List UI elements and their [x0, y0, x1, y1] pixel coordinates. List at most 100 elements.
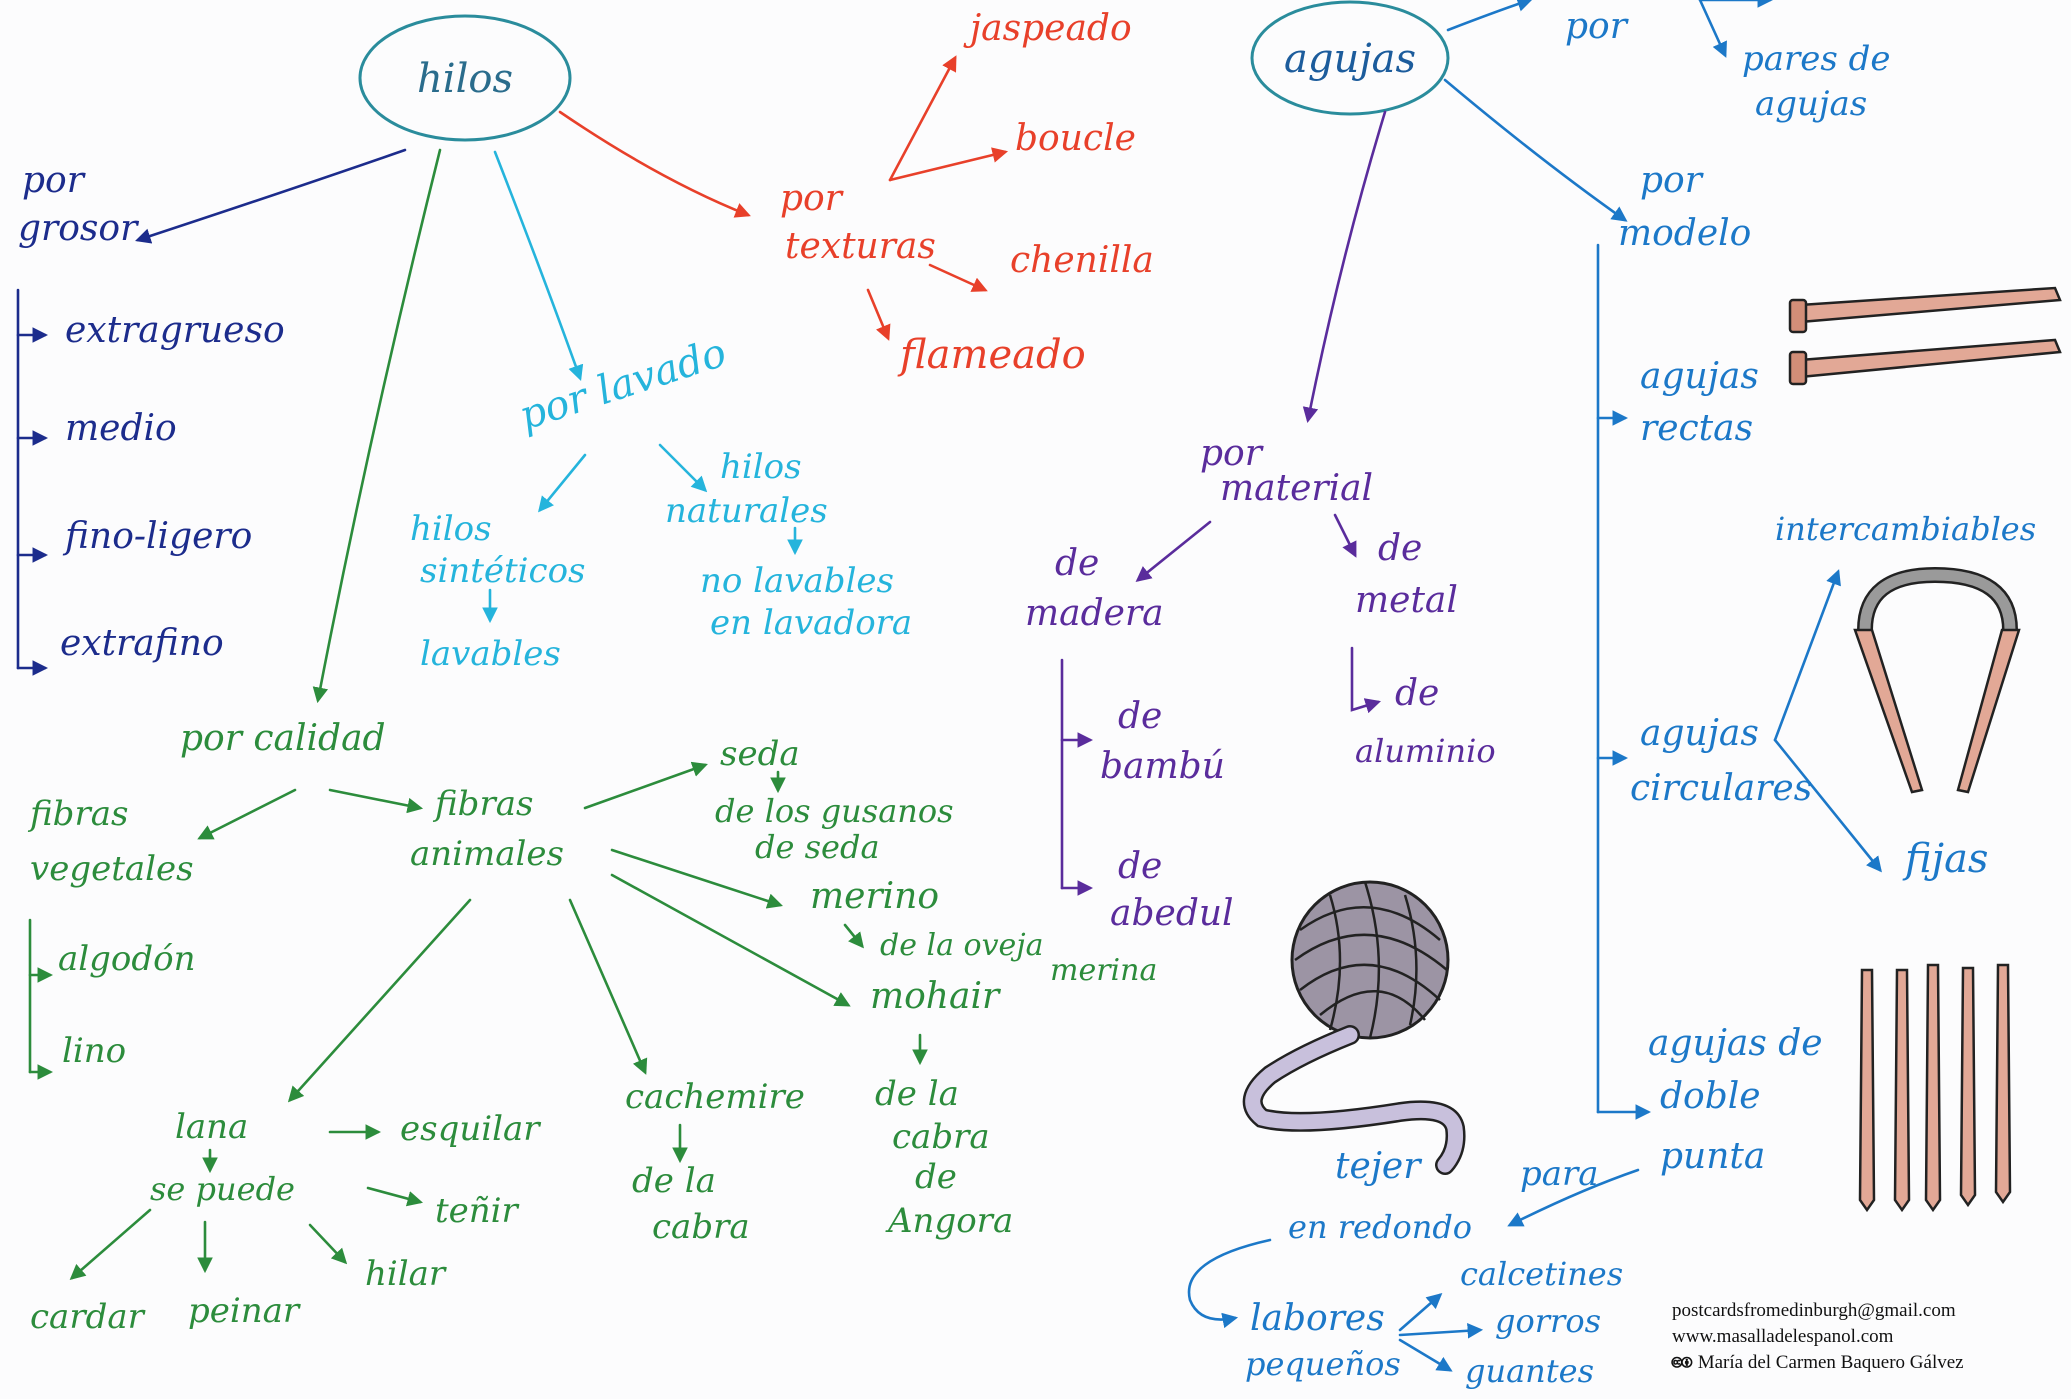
calidad-title: por calidad — [180, 718, 386, 759]
merino-note-line1: de la oveja — [880, 928, 1043, 963]
lana-esquilar: esquilar — [400, 1109, 541, 1149]
credits-block: postcardsfromedinburgh@gmail.com www.mas… — [1672, 1298, 1964, 1377]
edge-agujas-por — [1446, 0, 1533, 32]
edge-hilos-calidad — [312, 148, 442, 704]
agujas-pares-line2: agujas — [1755, 84, 1867, 124]
circular-needles-icon — [1853, 566, 2021, 794]
edge-texturas-chenilla — [928, 263, 988, 292]
credits-web[interactable]: www.masalladelespanol.com — [1672, 1326, 1894, 1347]
lavado-sinteticos-line1: hilos — [410, 509, 492, 549]
agujas-root-label: agujas — [1284, 36, 1416, 82]
vegetales-algodon: algodón — [58, 939, 196, 979]
agujas-root-bubble — [1250, 0, 1450, 116]
mohair-note-line1: de la — [875, 1074, 959, 1114]
lavado-naturales-line2: naturales — [665, 491, 828, 531]
lana-peinar: peinar — [188, 1291, 301, 1331]
edge-merino-note — [843, 923, 864, 949]
animales-line2: animales — [410, 834, 564, 874]
modelo-tejer-line1: tejer — [1335, 1146, 1422, 1187]
seda-label: seda — [720, 734, 800, 774]
modelo-fijas: fijas — [1902, 836, 1988, 882]
material-bambu-line1: de — [1118, 696, 1162, 737]
mohair-label: mohair — [870, 976, 1001, 1017]
material-abedul-line2: abedul — [1110, 893, 1234, 934]
material-metal-line2: metal — [1355, 580, 1458, 621]
edge-material-madera — [1135, 520, 1212, 582]
grosor-item-extrafino: extrafino — [60, 623, 224, 664]
edge-tejer-labores — [1187, 1238, 1272, 1329]
hilos-root-bubble — [358, 14, 572, 142]
edge-agujas-material — [1302, 110, 1387, 424]
animales-line1: fibras — [432, 784, 533, 824]
edge-metal-aluminio — [1350, 646, 1381, 714]
edge-labores-calcetines — [1398, 1292, 1443, 1332]
grosor-item-extragrueso: extragrueso — [65, 310, 285, 351]
credits-author: María del Carmen Baquero Gálvez — [1697, 1352, 1964, 1373]
textura-jaspeado: jaspeado — [963, 8, 1132, 49]
seda-note-line1: de los gusanos — [715, 792, 954, 830]
lana-cardar: cardar — [30, 1297, 146, 1337]
modelo-labores-line2: pequeños — [1245, 1345, 1401, 1383]
modelo-labores-line1: labores — [1250, 1298, 1385, 1339]
textura-boucle: boucle — [1015, 118, 1136, 159]
edge-animales-merino — [610, 848, 783, 909]
seda-note-line2: de seda — [755, 828, 880, 866]
modelo-title-modelo: modelo — [1618, 213, 1751, 254]
lana-se-puede: se puede — [150, 1170, 295, 1208]
edge-lavado-sinteticos — [538, 453, 587, 513]
credits-email[interactable]: postcardsfromedinburgh@gmail.com — [1672, 1300, 1956, 1321]
edge-calidad-vegetales — [197, 788, 297, 840]
textura-flameado: flameado — [897, 332, 1086, 378]
vegetales-line2: vegetales — [30, 849, 194, 889]
edge-labores-guantes — [1398, 1338, 1453, 1372]
edge-animales-cachemire — [568, 898, 648, 1075]
edge-material-metal — [1333, 513, 1357, 558]
edge-hilos-lavado — [493, 150, 584, 381]
material-bambu-line2: bambú — [1100, 746, 1225, 787]
mohair-note-line2: cabra — [892, 1117, 990, 1157]
modelo-circulares-line1: agujas — [1640, 713, 1759, 754]
edge-agujas-modelo — [1443, 78, 1628, 222]
material-title-por: por — [1200, 433, 1264, 474]
edge-texturas-jaspeado — [888, 55, 957, 182]
modelo-para: para — [1520, 1154, 1599, 1194]
vegetales-lino: lino — [62, 1031, 126, 1071]
lana-tenir: teñir — [435, 1191, 520, 1231]
material-madera-line1: de — [1055, 543, 1099, 584]
lavado-en-lavadora: en lavadora — [710, 603, 912, 643]
texturas-title-por: por — [780, 178, 844, 219]
mohair-note-line4: Angora — [885, 1201, 1013, 1241]
lavado-naturales-line1: hilos — [720, 447, 802, 487]
grosor-title-grosor: grosor — [18, 208, 139, 249]
lana-label: lana — [175, 1107, 248, 1147]
cachemire-note-line2: cabra — [652, 1207, 750, 1247]
lavado-lavables: lavables — [420, 634, 561, 674]
lavado-title: por lavado — [514, 330, 732, 440]
cachemire-note-line1: de la — [632, 1161, 716, 1201]
grosor-item-fino-ligero: fino-ligero — [62, 516, 252, 557]
modelo-doble-line1: agujas de — [1648, 1023, 1823, 1064]
edge-animales-seda — [583, 761, 708, 810]
grosor-item-medio: medio — [65, 408, 177, 449]
edge-circulares-fijas — [1773, 738, 1882, 873]
merino-note-line2: merina — [1050, 953, 1157, 988]
credits-author-line: 🅭🅯 María del Carmen Baquero Gálvez — [1672, 1350, 1964, 1377]
edge-texturas-flameado — [866, 288, 891, 341]
lavado-sinteticos-line2: sintéticos — [420, 551, 586, 591]
edge-hilos-grosor — [135, 148, 407, 244]
modelo-doble-line3: punta — [1660, 1136, 1765, 1177]
edge-hilos-texturas — [558, 110, 751, 218]
edge-sepuede-cardar — [69, 1208, 152, 1281]
modelo-tejer-line2: en redondo — [1288, 1208, 1472, 1246]
edge-lavado-naturales — [658, 443, 708, 493]
modelo-intercambiables: intercambiables — [1775, 510, 2036, 548]
cc-by-icon: 🅭🅯 — [1672, 1355, 1692, 1372]
edge-texturas-boucle — [888, 147, 1009, 182]
labores-guantes: guantes — [1465, 1352, 1594, 1390]
edge-circulares-intercambiables — [1773, 569, 1841, 742]
material-aluminio-line2: aluminio — [1355, 732, 1496, 770]
modelo-doble-line2: doble — [1660, 1076, 1761, 1117]
material-metal-line1: de — [1378, 528, 1422, 569]
labores-calcetines: calcetines — [1460, 1255, 1623, 1293]
